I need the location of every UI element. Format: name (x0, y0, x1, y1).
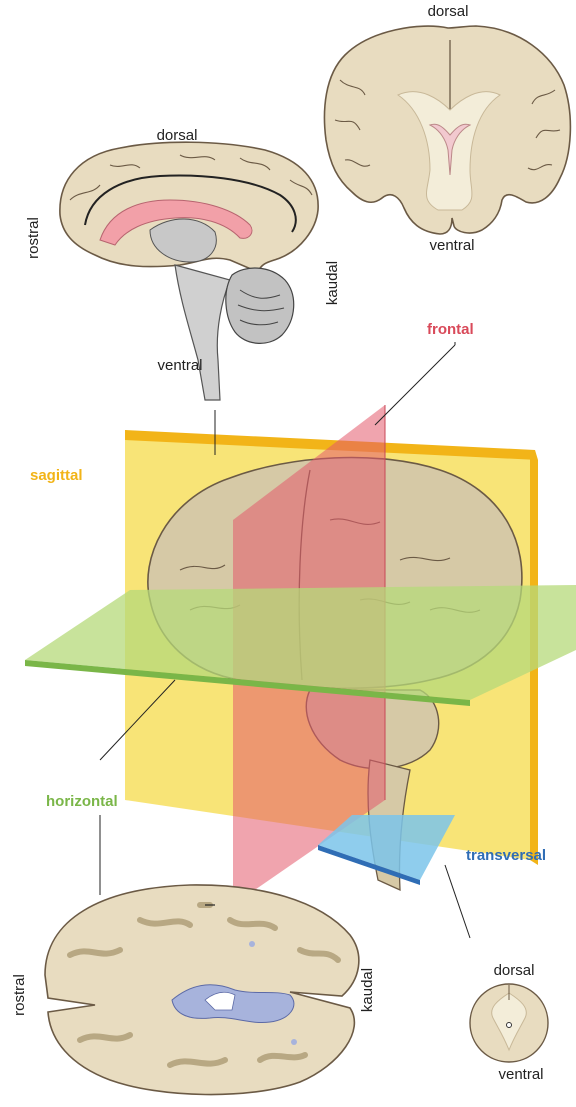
coronal-section: dorsal ventral (324, 3, 570, 254)
coronal-ventral-label: ventral (429, 237, 474, 254)
sagittal-dorsal-label: dorsal (157, 127, 198, 144)
sagittal-kaudal-label: kaudal (324, 261, 341, 305)
horizontal-plane-label: horizontal (46, 793, 118, 810)
coronal-dorsal-label: dorsal (428, 3, 469, 20)
sagittal-rostral-label: rostral (25, 217, 42, 259)
midsagittal-section: dorsal ventral rostral kaudal (25, 127, 341, 400)
spinal-ventral-label: ventral (498, 1066, 543, 1083)
horizontal-kaudal-label: kaudal (359, 968, 376, 1012)
horizontal-rostral-label: rostral (11, 974, 28, 1016)
sagittal-ventral-label: ventral (157, 357, 202, 374)
transversal-plane-label: transversal (466, 847, 546, 864)
sagittal-plane-label: sagittal (30, 467, 83, 484)
spinal-cord-section: dorsal ventral (470, 962, 548, 1083)
spinal-dorsal-label: dorsal (494, 962, 535, 979)
frontal-plane-label: frontal (427, 321, 474, 338)
horizontal-section: rostral kaudal (11, 815, 376, 1095)
